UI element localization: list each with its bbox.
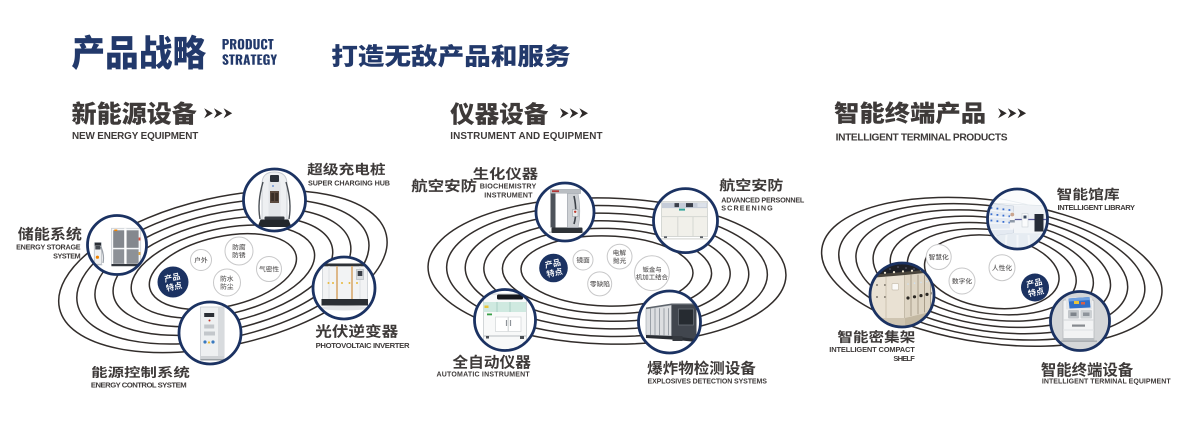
svg-text:SHELF: SHELF	[893, 354, 915, 363]
svg-text:INTELLIGENT COMPACT: INTELLIGENT COMPACT	[829, 345, 915, 354]
svg-text:ADVANCED PERSONNEL: ADVANCED PERSONNEL	[721, 195, 805, 204]
svg-text:ENERGY CONTROL SYSTEM: ENERGY CONTROL SYSTEM	[91, 380, 187, 389]
svg-text:INSTRUMENT AND EQUIPMENT: INSTRUMENT AND EQUIPMENT	[450, 131, 602, 142]
svg-text:INTELLIGENT TERMINAL EQUIPMENT: INTELLIGENT TERMINAL EQUIPMENT	[1042, 379, 1171, 386]
svg-text:INTELLIGENT TERMINAL PRODUCTS: INTELLIGENT TERMINAL PRODUCTS	[836, 133, 1008, 144]
svg-text:EXPLOSIVES DETECTION SYSTEMS: EXPLOSIVES DETECTION SYSTEMS	[648, 379, 768, 386]
svg-text:INTELLIGENT LIBRARY: INTELLIGENT LIBRARY	[1058, 203, 1136, 212]
svg-text:NEW ENERGY EQUIPMENT: NEW ENERGY EQUIPMENT	[72, 131, 198, 142]
svg-text:SCREENING: SCREENING	[721, 204, 773, 213]
svg-text:AUTOMATIC INSTRUMENT: AUTOMATIC INSTRUMENT	[437, 371, 531, 378]
svg-text:ENERGY STORAGE: ENERGY STORAGE	[16, 243, 81, 252]
svg-text:SYSTEM: SYSTEM	[53, 252, 81, 261]
svg-text:PHOTOVOLTAIC INVERTER: PHOTOVOLTAIC INVERTER	[316, 341, 410, 350]
svg-text:BIOCHEMISTRY: BIOCHEMISTRY	[480, 182, 537, 191]
svg-text:INSTRUMENT: INSTRUMENT	[484, 190, 533, 199]
svg-text:SUPER CHARGING HUB: SUPER CHARGING HUB	[308, 178, 390, 187]
